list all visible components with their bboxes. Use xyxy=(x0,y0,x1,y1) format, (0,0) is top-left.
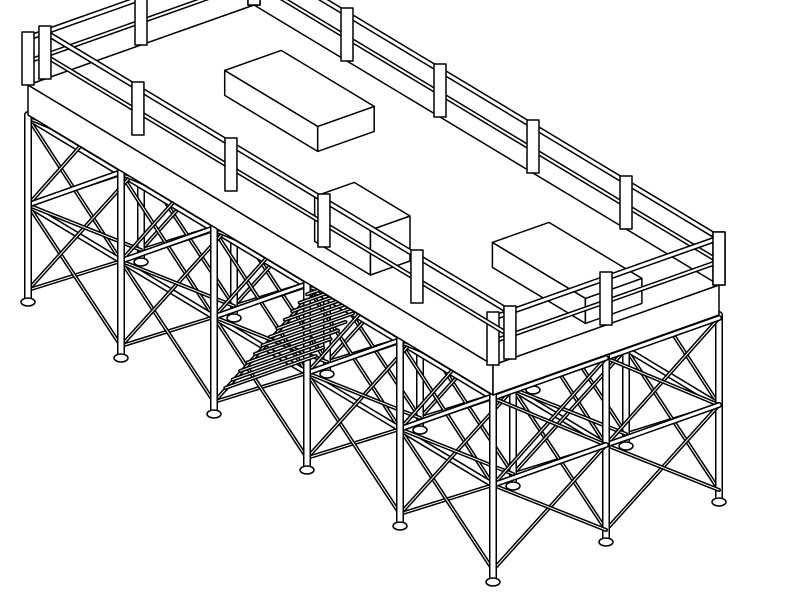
horizontal-beam xyxy=(398,340,495,400)
railing-post xyxy=(247,0,261,6)
cross-brace xyxy=(120,260,215,403)
railing-post xyxy=(503,305,517,360)
railing-post xyxy=(340,7,354,62)
railing-post xyxy=(410,249,424,304)
railing-front-mid-rail xyxy=(43,54,511,337)
stair-tread xyxy=(232,346,324,380)
railing-front-top-rail xyxy=(43,30,512,314)
railing-post xyxy=(526,119,540,174)
leg-foot-plate xyxy=(392,521,408,531)
railing-back-mid-rail xyxy=(282,0,720,263)
leg-foot-plate xyxy=(412,425,428,435)
horizontal-beam xyxy=(491,356,608,400)
platform-deck xyxy=(21,0,726,396)
railing-post xyxy=(38,25,52,80)
horizontal-beam xyxy=(119,172,216,232)
stair-tread xyxy=(269,304,361,338)
railing-post xyxy=(134,0,148,46)
cross-brace xyxy=(605,357,720,406)
horizontal-beam xyxy=(604,403,721,447)
horizontal-beam xyxy=(624,347,721,407)
railing-post xyxy=(619,175,633,230)
leg-foot-plate xyxy=(226,313,242,323)
cross-brace xyxy=(492,397,607,446)
railing-post xyxy=(599,271,613,326)
railing-post xyxy=(317,193,331,248)
horizontal-beam xyxy=(398,427,495,487)
cross-brace xyxy=(27,204,122,347)
cross-brace xyxy=(306,372,401,515)
leg-foot-plate xyxy=(711,497,727,507)
horizontal-beam xyxy=(511,387,608,447)
leg-foot-plate xyxy=(505,481,521,491)
leg-foot-plate xyxy=(598,537,614,547)
stair-tread xyxy=(247,329,339,363)
horizontal-beam xyxy=(212,228,309,288)
leg-foot-plate xyxy=(133,257,149,267)
leg-foot-plate xyxy=(299,465,315,475)
railing-back-top-rail xyxy=(320,0,721,240)
horizontal-beam xyxy=(26,203,123,263)
leg-foot-plate xyxy=(319,369,335,379)
railing-post xyxy=(224,137,238,192)
leg-foot-plate xyxy=(485,577,501,587)
stair-tread xyxy=(239,338,332,372)
horizontal-beam xyxy=(119,259,216,319)
cross-brace xyxy=(399,428,494,571)
stair-tread xyxy=(254,321,346,355)
cross-brace xyxy=(605,444,720,491)
stair-tread xyxy=(262,312,354,346)
horizontal-beam xyxy=(604,316,721,360)
stair-tread xyxy=(224,355,317,389)
leg-foot-plate xyxy=(20,297,36,307)
railing-post xyxy=(21,31,35,86)
railing-post xyxy=(712,231,726,286)
horizontal-beam xyxy=(26,116,123,176)
leg-foot-plate xyxy=(206,409,222,419)
cross-brace xyxy=(213,316,308,459)
horizontal-beam xyxy=(491,443,608,487)
seat-block-top xyxy=(223,49,375,128)
horizontal-beam xyxy=(305,371,402,431)
railing-post xyxy=(433,63,447,118)
leg-foot-plate xyxy=(113,353,129,363)
railing-left-end-top-rail xyxy=(26,0,140,40)
railing-post xyxy=(131,81,145,136)
leg-foot-plate xyxy=(618,441,634,451)
cross-brace xyxy=(492,484,607,531)
